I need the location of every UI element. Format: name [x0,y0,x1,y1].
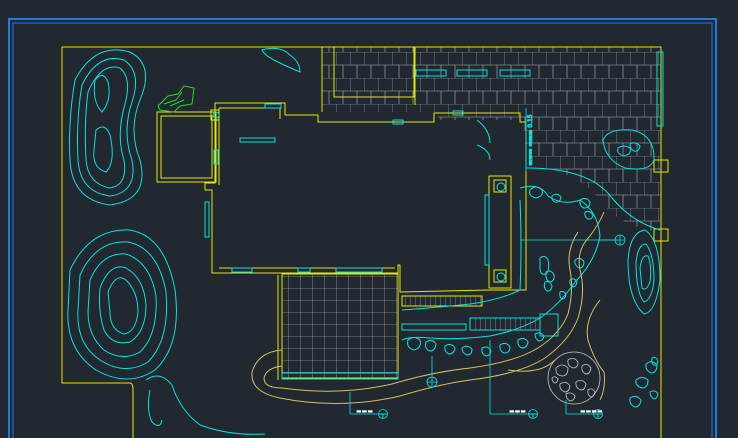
annotation-label-1: ▬▬▬ [356,408,373,415]
building-outline [156,102,527,293]
rock-cluster [547,351,601,405]
shrub-group [157,85,195,113]
contour-mound-upper-left [69,49,147,206]
elevation-marker-icon [565,400,603,419]
elevation-markers: ▬▬▬ ▬▬▬ ▬▬▬▬ [349,234,626,419]
viewport-frame [8,18,717,438]
annotation-label-2: ▬▬▬ [509,408,526,415]
section-marker-icon [489,340,538,419]
dimension-line: ▬▬▬ ▬▬▬ 0.15 [525,108,534,172]
contour-small [261,47,661,315]
elevation-marker-icon [349,392,388,419]
contour-mound-lower-left [67,229,266,435]
vertical-note-text: ▬▬▬ ▬▬▬ 0.15 [527,114,534,165]
patio-grid [277,273,399,380]
garden-path [251,211,605,404]
paving-area [321,46,669,242]
window-openings [204,103,506,282]
north-arrow-icon [426,234,626,388]
annotation-label-3: ▬▬▬▬ [580,408,603,415]
stepping-stones [407,142,659,408]
water-feature [401,167,661,341]
